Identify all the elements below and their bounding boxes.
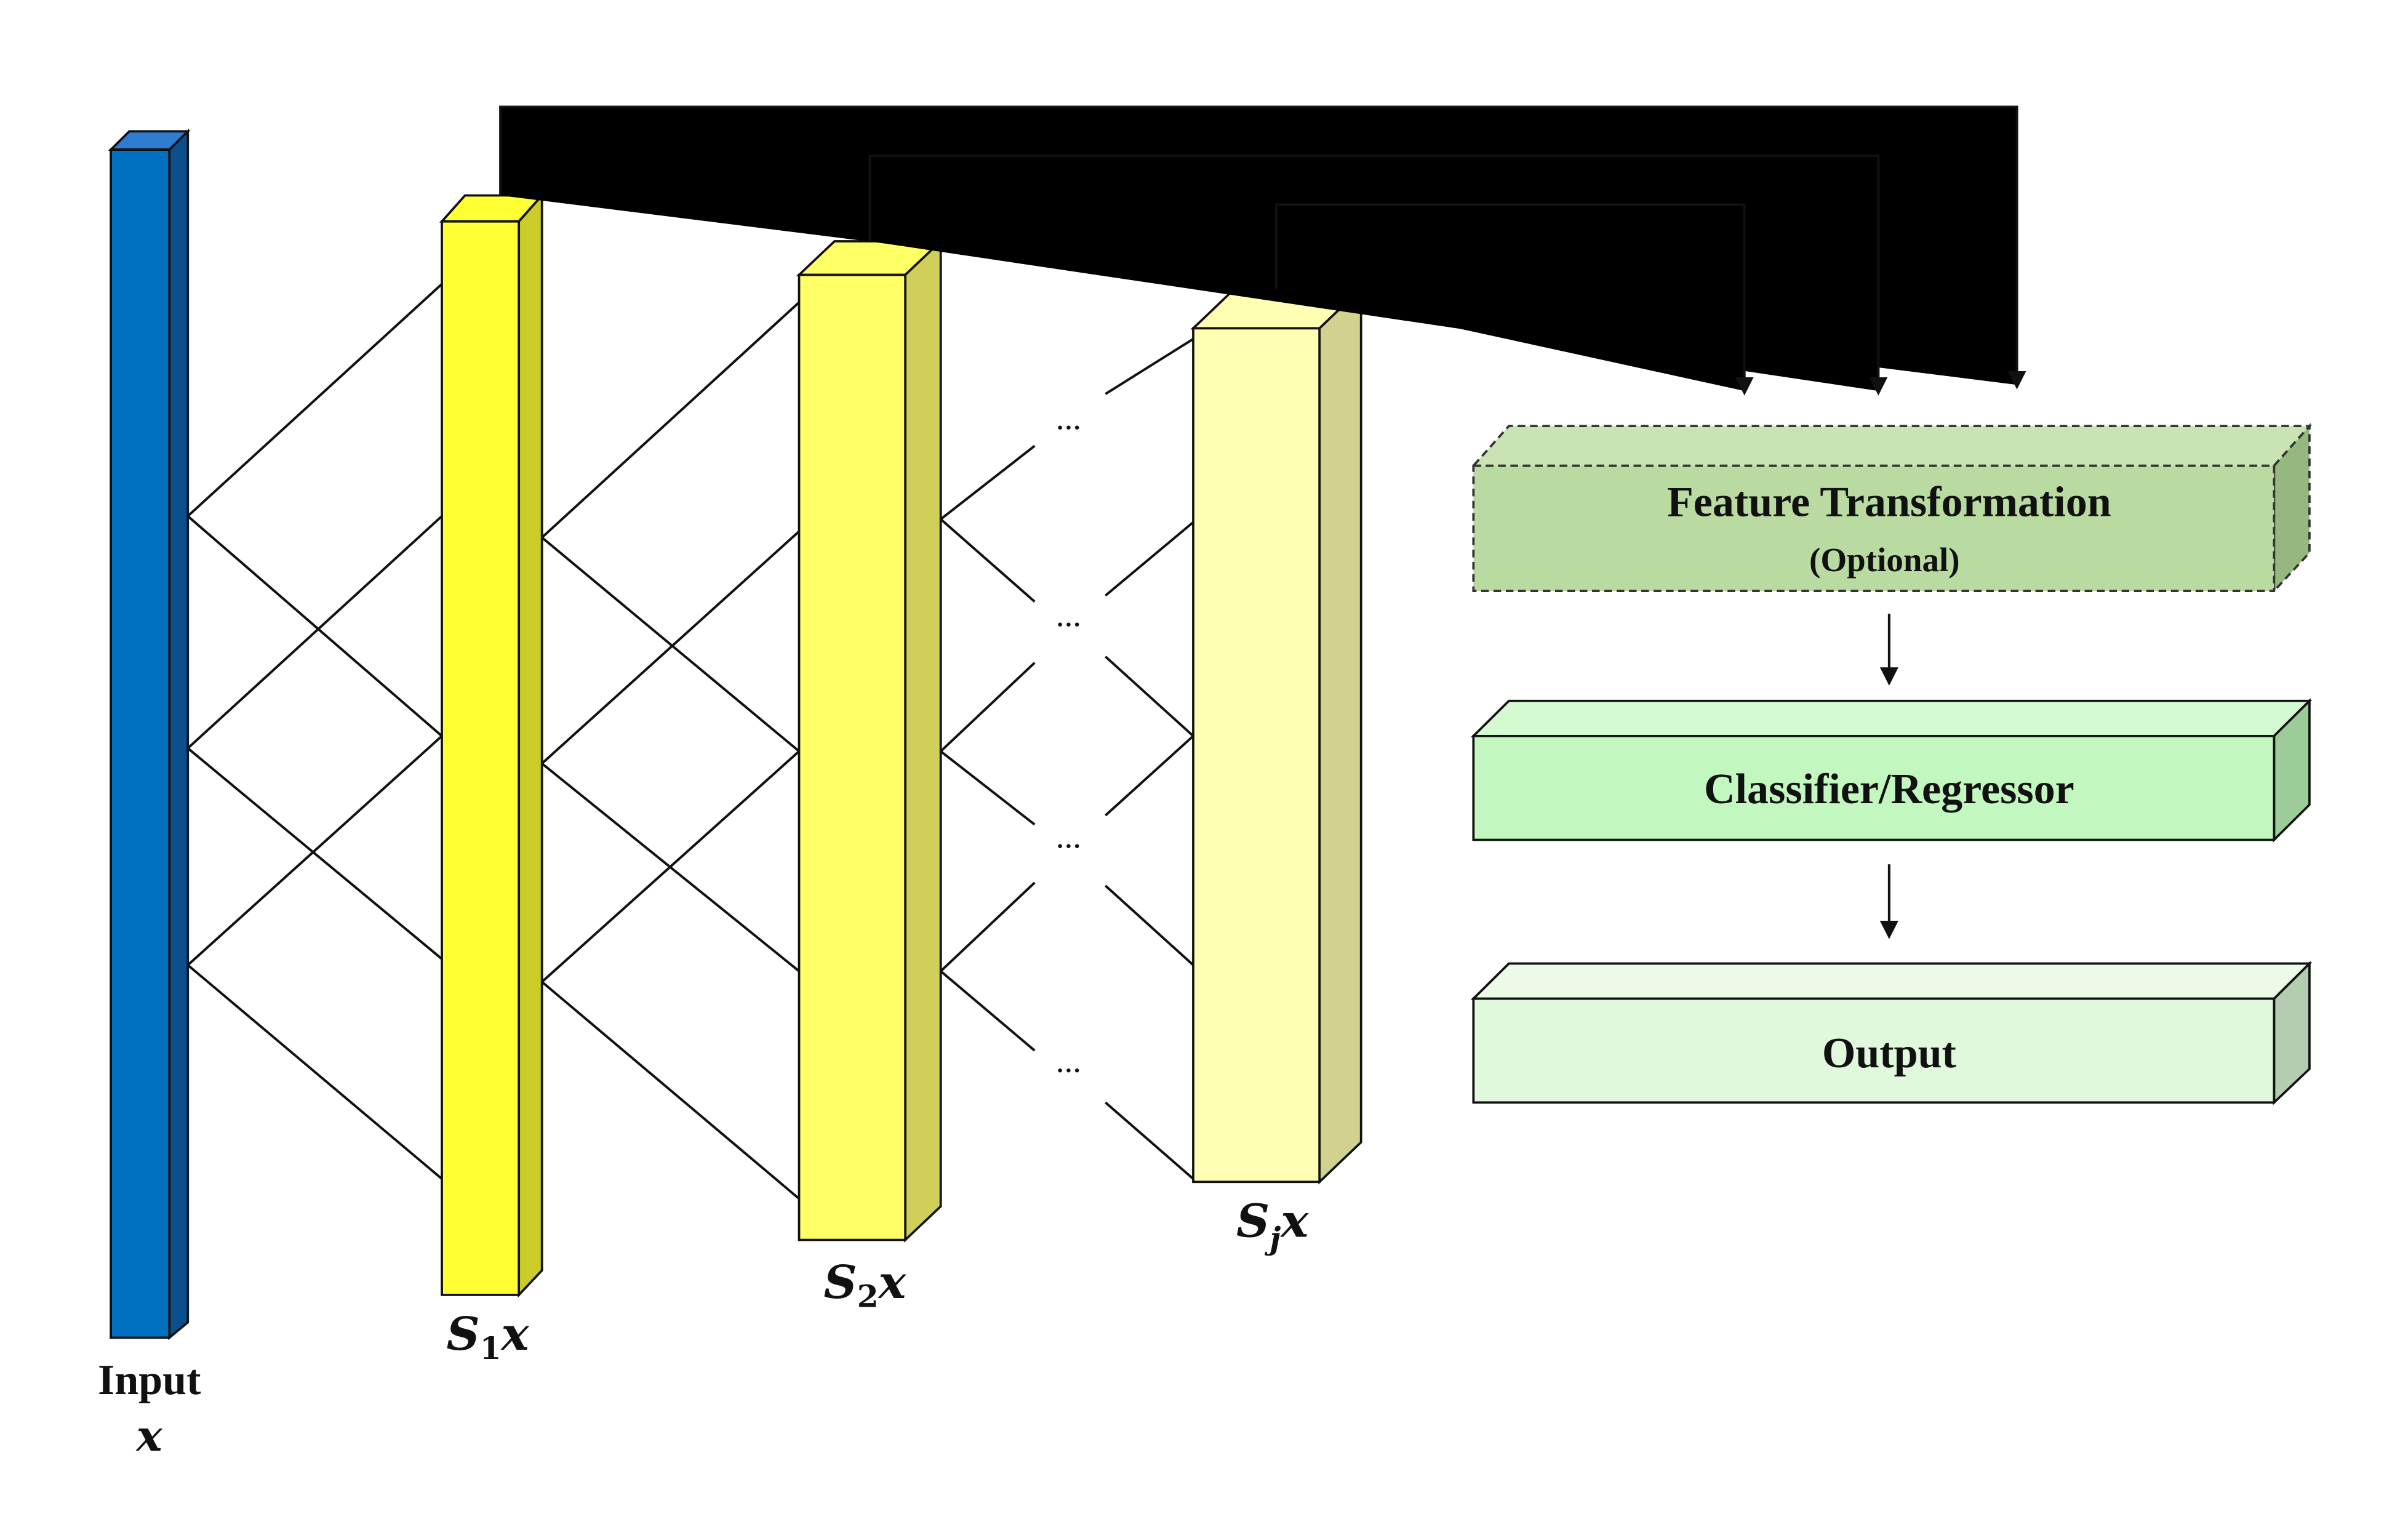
edge xyxy=(940,662,1036,753)
edge xyxy=(1105,338,1194,395)
layer-var: x xyxy=(500,1307,530,1361)
edge xyxy=(940,881,1036,972)
input-column xyxy=(108,128,191,1341)
ellipsis-group: ... ... ... ... xyxy=(1056,399,1081,1079)
layer-symbol: S xyxy=(1236,1194,1270,1248)
edge xyxy=(1105,521,1194,597)
edge xyxy=(1105,655,1194,737)
edge xyxy=(186,747,443,960)
svg-text:S1x: S1x xyxy=(447,1307,530,1366)
edge xyxy=(940,970,1036,1052)
edge xyxy=(186,735,443,966)
layer-sj-label: Sjx xyxy=(1236,1194,1310,1257)
layer-var: x xyxy=(878,1255,907,1309)
skip-arrow-sj xyxy=(1275,203,1754,396)
svg-text:Sjx: Sjx xyxy=(1236,1194,1310,1257)
layer-s2-column xyxy=(796,238,944,1243)
edge xyxy=(1105,1101,1194,1180)
edge xyxy=(940,750,1036,826)
feature-transformation-block: Feature Transformation (Optional) xyxy=(1471,423,2313,594)
layer-s2-label: S2x xyxy=(824,1255,907,1315)
edge xyxy=(186,283,443,518)
layer-s1-column xyxy=(439,192,545,1298)
layer-symbol: S xyxy=(447,1307,480,1361)
output-title: Output xyxy=(1822,1030,1956,1077)
edge xyxy=(186,515,443,737)
edge xyxy=(186,515,443,750)
ellipsis: ... xyxy=(1056,596,1081,633)
ellipsis: ... xyxy=(1056,1042,1081,1080)
layer-s1-label: S1x xyxy=(447,1307,530,1366)
feature-transformation-title: Feature Transformation xyxy=(1667,479,2111,526)
output-block: Output xyxy=(1470,961,2313,1105)
layer-sj-column xyxy=(1190,286,1364,1185)
feature-transformation-subtitle: (Optional) xyxy=(1809,541,1960,579)
classifier-block: Classifier/Regressor xyxy=(1470,698,2313,843)
edge xyxy=(186,964,443,1180)
edge xyxy=(541,530,800,764)
edge xyxy=(1105,884,1194,966)
connections-s2-ellipsis xyxy=(940,444,1036,1052)
classifier-title: Classifier/Regressor xyxy=(1704,766,2074,813)
ellipsis: ... xyxy=(1056,817,1081,855)
input-label: Input xyxy=(98,1357,201,1404)
ellipsis: ... xyxy=(1056,399,1081,436)
connections-input-s1 xyxy=(186,283,443,1180)
edge xyxy=(940,444,1036,521)
edge xyxy=(1105,735,1194,817)
edge xyxy=(541,980,800,1200)
connections-ellipsis-sj xyxy=(1105,338,1194,1180)
connections-s1-s2 xyxy=(541,301,800,1200)
svg-text:S2x: S2x xyxy=(824,1255,907,1315)
layer-subscript: 2 xyxy=(857,1278,879,1315)
layer-var: x xyxy=(1279,1194,1309,1248)
edge xyxy=(940,518,1036,603)
edge xyxy=(541,750,800,983)
edge xyxy=(541,301,800,539)
layer-subscript: 1 xyxy=(480,1330,502,1366)
layer-symbol: S xyxy=(824,1255,857,1309)
input-var-label: x xyxy=(135,1411,163,1461)
skip-connections xyxy=(499,105,2026,396)
edge xyxy=(541,536,800,753)
